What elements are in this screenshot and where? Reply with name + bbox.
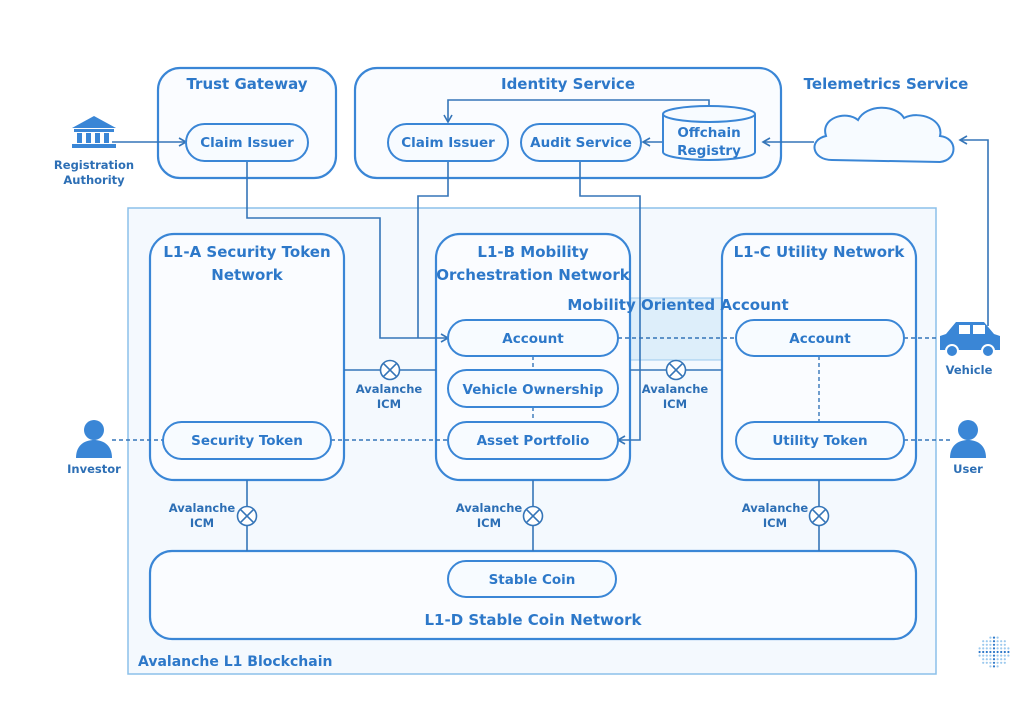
icm-label-line2: ICM: [763, 516, 787, 530]
cloud-icon: [813, 106, 955, 164]
dot-logo-icon: [978, 636, 1010, 668]
icm-label-line1: Avalanche: [642, 382, 709, 396]
telemetrics-service-title: Telemetrics Service: [804, 75, 969, 93]
l1a-title-line2: Network: [211, 266, 283, 284]
l1b-account-pill: [447, 319, 619, 357]
mobility-oriented-account-label: Mobility Oriented Account: [567, 296, 788, 314]
l1c-account-pill: [735, 319, 905, 357]
l1b-title-line2: Orchestration Network: [436, 266, 630, 284]
l1a-title-line1: L1-A Security Token: [163, 243, 330, 261]
registration-authority-line2: Authority: [63, 173, 125, 187]
vehicle-ownership-pill: [447, 369, 619, 408]
vehicle-label: Vehicle: [946, 363, 993, 377]
icm-cross-icon: [665, 359, 687, 381]
icm-label-line1: Avalanche: [742, 501, 809, 515]
identity-claim-to-account-line: [417, 161, 449, 338]
audit-service-pill: [520, 123, 642, 162]
offchain-registry-line1: Offchain: [677, 125, 740, 141]
l1b-account-label: Account: [502, 331, 564, 347]
user-label: User: [953, 462, 983, 476]
icm-label-line1: Avalanche: [456, 501, 523, 515]
trust-gateway-to-account-arrow: [246, 161, 450, 343]
security-token-pill: [162, 421, 332, 460]
vehicle-ownership-label: Vehicle Ownership: [463, 382, 604, 398]
user-person-icon: [950, 420, 986, 458]
l1c-account-label: Account: [789, 331, 851, 347]
l1c-title: L1-C Utility Network: [734, 243, 906, 261]
trust-gateway-claim-issuer-pill: [185, 123, 309, 162]
car-icon: [940, 322, 1000, 358]
icm-label-line1: Avalanche: [169, 501, 236, 515]
utility-token-label: Utility Token: [772, 433, 867, 449]
asset-portfolio-pill: [447, 421, 619, 460]
bank-building-icon: [72, 116, 116, 148]
icm-cross-icon: [808, 505, 830, 527]
registration-authority-line1: Registration: [54, 158, 134, 172]
security-token-label: Security Token: [191, 433, 303, 449]
icm-label-line2: ICM: [377, 397, 401, 411]
asset-portfolio-label: Asset Portfolio: [477, 433, 590, 449]
icm-cross-icon: [522, 505, 544, 527]
icm-label-line1: Avalanche: [356, 382, 423, 396]
blockchain-label: Avalanche L1 Blockchain: [138, 654, 332, 670]
icm-label-line2: ICM: [477, 516, 501, 530]
identity-claim-issuer-pill: [387, 123, 509, 162]
investor-person-icon: [76, 420, 112, 458]
offchain-registry-database-icon: [662, 105, 756, 161]
offchain-registry-line2: Registry: [677, 143, 741, 159]
icm-cross-icon: [236, 505, 258, 527]
l1b-title-line1: L1-B Mobility: [477, 243, 588, 261]
l1d-title: L1-D Stable Coin Network: [424, 611, 642, 629]
utility-token-pill: [735, 421, 905, 460]
icm-cross-icon: [379, 359, 401, 381]
audit-to-asset-portfolio-arrow: [579, 161, 641, 445]
icm-label-line2: ICM: [190, 516, 214, 530]
identity-service-title: Identity Service: [501, 75, 635, 93]
identity-claim-issuer-label: Claim Issuer: [401, 135, 495, 151]
investor-label: Investor: [67, 462, 121, 476]
stable-coin-pill: [447, 560, 617, 598]
trust-gateway-title: Trust Gateway: [186, 75, 307, 93]
icm-label-line2: ICM: [663, 397, 687, 411]
trust-gateway-claim-issuer-label: Claim Issuer: [200, 135, 294, 151]
vehicle-to-cloud-arrow: [958, 135, 989, 326]
audit-service-label: Audit Service: [530, 135, 632, 151]
stable-coin-label: Stable Coin: [489, 572, 576, 588]
